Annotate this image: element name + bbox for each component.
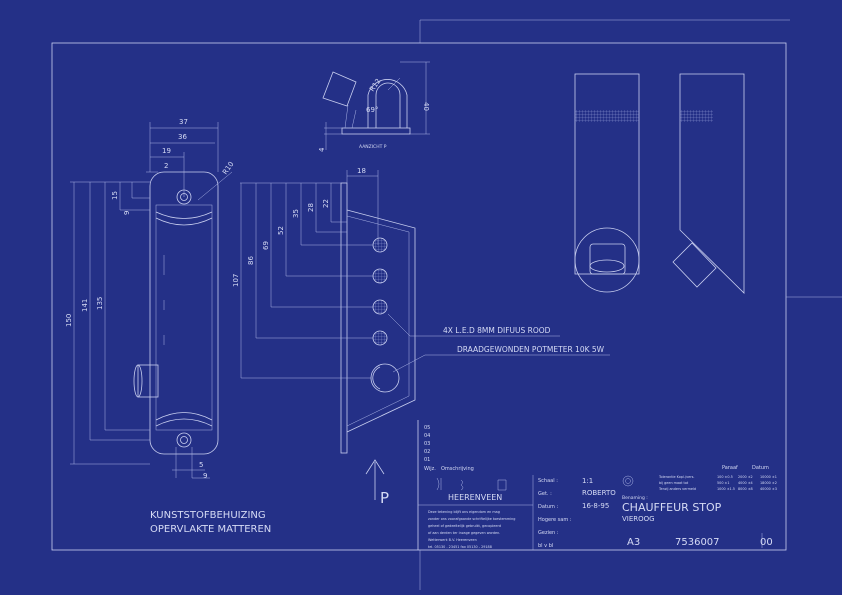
tolerance-value: 1000 ±1.5 bbox=[717, 487, 735, 491]
drawing-title: CHAUFFEUR STOP bbox=[622, 501, 722, 514]
field-label-sheets: bl v bl bbox=[538, 543, 553, 549]
drawing-subtitle: VIEROOG bbox=[622, 515, 655, 523]
drawing-number: 7536007 bbox=[675, 537, 720, 548]
company-city: HEERENVEEN bbox=[448, 493, 502, 502]
dim-28: 28 bbox=[307, 203, 315, 212]
field-label-gezien: Gezien : bbox=[538, 530, 559, 536]
tolerance-value: 500 ±1 bbox=[717, 481, 730, 485]
drawing-frame bbox=[51, 19, 842, 590]
field-label-datum: Datum : bbox=[538, 504, 559, 510]
led-holes bbox=[372, 237, 388, 346]
disclaimer-line: zonder ons voorafgaande schriftelijke to… bbox=[428, 517, 515, 521]
view-label: AANZICHT P bbox=[359, 144, 387, 150]
desc-col-header: Omschrijving bbox=[441, 466, 474, 472]
dim-r12: R12 bbox=[368, 77, 382, 93]
dim-52: 52 bbox=[277, 226, 285, 235]
disclaimer-line: tel. 05130 - 23451 fax 05130 - 29188 bbox=[428, 545, 492, 549]
dim-37: 37 bbox=[179, 118, 188, 126]
material-note: KUNSTSTOFBEHUIZING bbox=[150, 510, 266, 521]
callout-potmeter: DRAADGEWONDEN POTMETER 10K 5W bbox=[457, 345, 605, 354]
view-arrow-letter: P bbox=[380, 489, 389, 507]
rev-col-header: Wijz. bbox=[424, 466, 436, 472]
rev-05: 05 bbox=[424, 425, 430, 431]
rev-03: 03 bbox=[424, 441, 430, 447]
tolerance-value: 8000 ±8 bbox=[738, 487, 753, 491]
dim-15: 15 bbox=[111, 191, 119, 200]
callout-led: 4X L.E.D 8MM DIFUUS ROOD bbox=[443, 326, 551, 335]
company-logo bbox=[436, 477, 507, 491]
tolerance-label: Tenzij anders vermeld bbox=[658, 487, 696, 491]
rev-04: 04 bbox=[424, 433, 430, 439]
dim-86: 86 bbox=[247, 256, 255, 265]
title-block: 05 04 03 02 01 Wijz. Omschrijving HEEREN… bbox=[417, 420, 777, 550]
paraaf-header: Paraaf bbox=[722, 465, 738, 471]
name-label: Benaming : bbox=[622, 495, 648, 501]
revision-number: 00 bbox=[760, 537, 773, 548]
datum-header: Datum bbox=[752, 465, 769, 471]
dim-2: 2 bbox=[164, 162, 168, 170]
rev-02: 02 bbox=[424, 449, 430, 455]
dim-135: 135 bbox=[96, 297, 104, 310]
dim-35: 35 bbox=[292, 209, 300, 218]
dim-angle: 69° bbox=[366, 106, 378, 114]
tolerance-value: 2000 ±2 bbox=[738, 475, 753, 479]
tolerance-value: 40000 ±3 bbox=[760, 487, 777, 491]
dim-18: 18 bbox=[357, 167, 366, 175]
view-arrow-p: P bbox=[365, 459, 389, 507]
right-views bbox=[574, 73, 745, 294]
dim-9: 9 bbox=[123, 211, 131, 215]
field-label-get: Get. : bbox=[538, 491, 552, 497]
tolerance-value: 10000 ±1 bbox=[760, 475, 777, 479]
dim-r10: R10 bbox=[221, 160, 235, 176]
paper-format: A3 bbox=[627, 537, 640, 548]
dim-5: 5 bbox=[199, 461, 203, 469]
dim-9b: 9 bbox=[203, 472, 207, 480]
field-value-get: ROBERTO bbox=[582, 489, 616, 497]
disclaimer-line: of aan derden ter inzage gegeven worden. bbox=[428, 531, 500, 535]
field-value-schaal: 1:1 bbox=[582, 477, 593, 485]
dim-107: 107 bbox=[232, 274, 240, 287]
dim-40: 40 bbox=[422, 102, 430, 111]
dim-36: 36 bbox=[178, 133, 187, 141]
dim-69: 69 bbox=[262, 241, 270, 250]
detail-view-p: R12 69° 40 4 AANZICHT P bbox=[318, 61, 430, 152]
field-label-schaal: Schaal : bbox=[538, 478, 558, 484]
dim-19: 19 bbox=[162, 147, 171, 155]
tolerance-label: Tolerantie Kopl./vers. bbox=[658, 475, 694, 479]
rev-01: 01 bbox=[424, 457, 430, 463]
tolerance-value: 100 ±0.5 bbox=[717, 475, 733, 479]
disclaimer-line: Wetterwerk B.V. Heerenveen bbox=[428, 538, 477, 542]
dim-4: 4 bbox=[318, 147, 326, 152]
finish-note: OPERVLAKTE MATTEREN bbox=[150, 524, 271, 535]
dim-141: 141 bbox=[81, 299, 89, 312]
field-label-hogere-sam: Hogere sam : bbox=[538, 517, 572, 523]
disclaimer-line: geheel of gedeeltelijk gebruikt, gecopie… bbox=[428, 524, 501, 528]
disclaimer-line: Deze tekening blijft ons eigendom en mag bbox=[428, 510, 500, 514]
field-value-datum: 16-8-95 bbox=[582, 502, 609, 510]
dim-22: 22 bbox=[322, 199, 330, 208]
tolerance-label: bij geen maat tot bbox=[659, 481, 689, 485]
tolerance-value: 4000 ±4 bbox=[738, 481, 753, 485]
side-view: 18 22 28 35 52 69 86 107 4X L.E.D 8MM DI… bbox=[232, 167, 610, 454]
tolerance-value: 18000 ±2 bbox=[760, 481, 777, 485]
dim-150: 150 bbox=[65, 314, 73, 327]
front-view: 37 36 19 2 R10 15 9 150 141 135 5 9 bbox=[65, 118, 236, 480]
projection-symbol-icon bbox=[622, 475, 634, 487]
